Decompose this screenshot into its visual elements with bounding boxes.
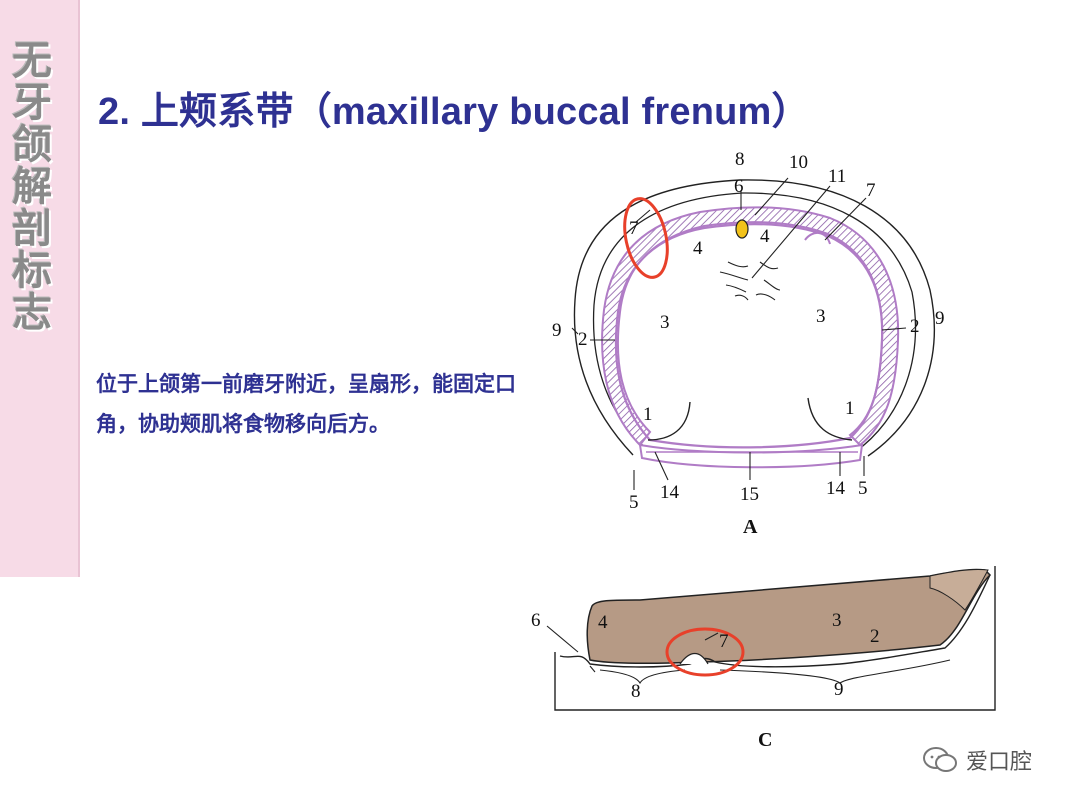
label-4-left: 4 [693,238,703,259]
mucosa-line-c [559,574,991,668]
page-title: 2. 上颊系带（maxillary buccal frenum） [98,91,810,133]
sidebar-title: 无牙颌解剖标志 [12,37,52,336]
incisive-papilla [735,219,749,239]
label-10: 10 [789,152,808,173]
palatal-rugae [719,261,781,301]
caption-a: A [743,516,758,538]
label-15: 15 [740,484,759,505]
label-1-right: 1 [845,398,855,419]
label-9-right: 9 [935,308,945,329]
label-c-8: 8 [631,681,641,702]
chat-bubble-icon [923,747,957,772]
leader-lines-a [571,177,907,490]
label-c-2: 2 [870,626,880,647]
caption-c: C [758,729,772,751]
outer-arch-line [573,179,936,457]
left-tuberosity [647,401,691,441]
label-3-left: 3 [660,312,670,333]
label-2-right: 2 [910,316,920,337]
label-7-right: 7 [866,180,876,201]
frame-c [554,566,996,711]
label-2-left: 2 [578,329,588,350]
label-6: 6 [734,176,744,197]
highlight-circle-a [623,197,669,279]
leader-lines-c [546,625,951,685]
right-frenum-notch [804,232,831,245]
label-c-6: 6 [531,610,541,631]
label-8: 8 [735,149,745,170]
sidebar: 无牙颌解剖标志 [0,0,80,577]
figure-c: 6 4 3 2 7 8 9 C [531,566,996,751]
label-5-left: 5 [629,492,639,513]
watermark-text: 爱口腔 [966,750,1033,775]
label-c-9: 9 [834,679,844,700]
label-14-right: 14 [826,478,846,499]
highlight-circle-c [665,627,745,677]
label-11: 11 [828,166,846,187]
label-c-3: 3 [832,610,842,631]
denture-inner-outline [614,223,884,449]
middle-arch-line [592,192,916,453]
label-1-left: 1 [643,404,653,425]
label-c-4: 4 [598,612,608,633]
right-tuberosity [807,397,853,441]
label-5-right: 5 [858,478,868,499]
watermark: 爱口腔 [922,744,1032,776]
label-c-7: 7 [719,631,729,652]
label-4-right: 4 [760,226,770,247]
figure-a: 8 10 11 6 7 7 4 4 3 3 9 9 2 2 1 1 5 5 14… [552,149,945,538]
posterior-flange-c [929,569,989,611]
label-14-left: 14 [660,482,680,503]
frenum-notch-c [679,652,709,665]
label-9-left: 9 [552,320,562,341]
label-7-left: 7 [629,218,639,239]
label-3-right: 3 [816,306,826,327]
description-text: 位于上颌第一前磨牙附近，呈扇形，能固定口角，协助颊肌将食物移向后方。 [96,372,516,436]
